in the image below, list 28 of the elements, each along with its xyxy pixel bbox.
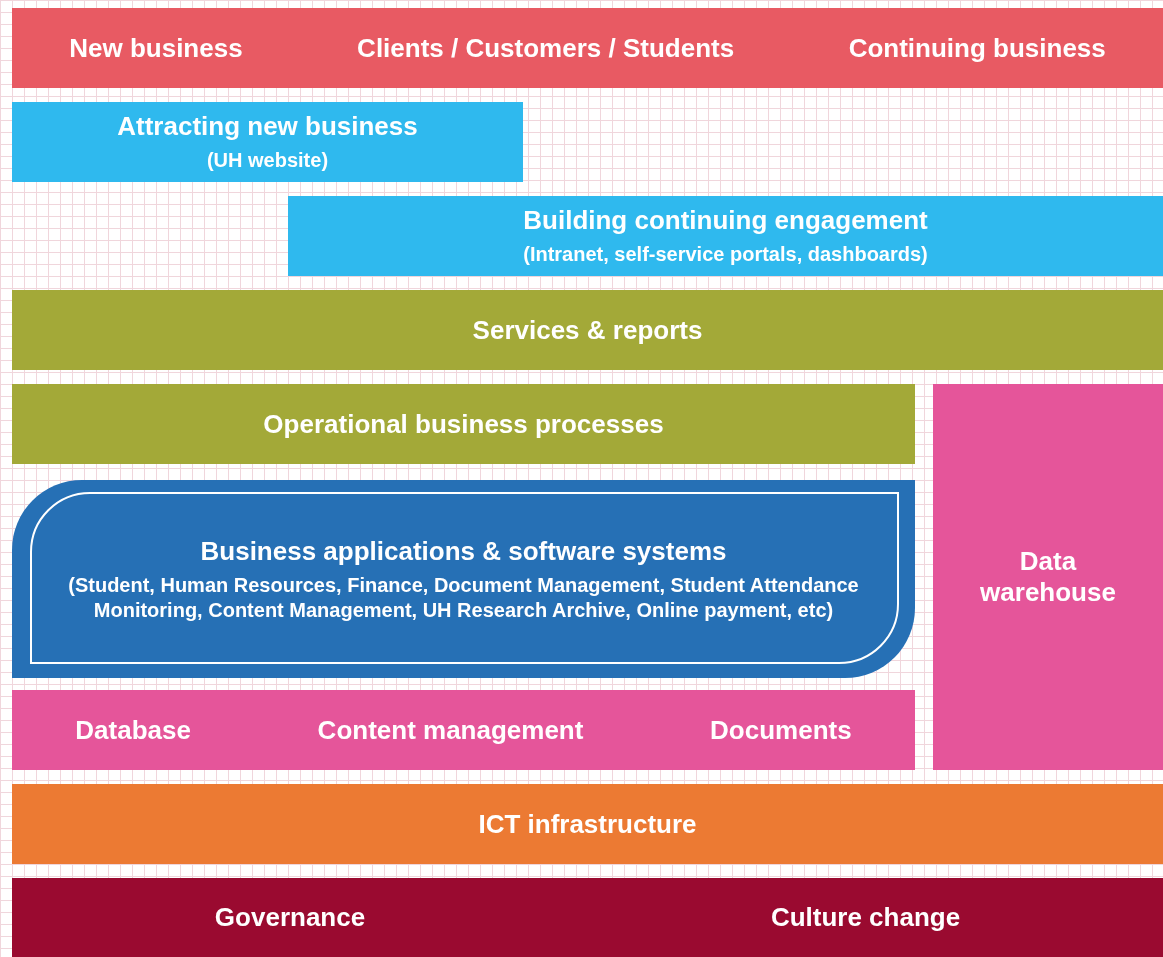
layer-band [12, 784, 1163, 864]
layer-band [12, 384, 915, 464]
layer-label: Operational business processes [263, 408, 664, 440]
layer-label: Continuing business [848, 32, 1106, 64]
layer-label: Business applications & software systems [200, 535, 727, 567]
layer-label: New business [69, 32, 243, 64]
layer-band [12, 690, 915, 770]
layer-band [933, 384, 1163, 770]
layer-band [12, 102, 523, 182]
layer-band [12, 878, 1163, 957]
layer-description: (Student, Human Resources, Finance, Document Management, Student Attendance Monitoring, Content Management, UH Research Archive, Online payment, etc) [67, 572, 860, 623]
layer-label: Documents [710, 714, 852, 746]
layer-label: Services & reports [472, 314, 703, 346]
layer-label: Content management [317, 714, 584, 746]
layer-label: Governance [214, 902, 366, 933]
layer-description: (UH website) [206, 148, 329, 173]
layer-band [12, 8, 1163, 88]
layer-band [12, 290, 1163, 370]
layer-label: Attracting new business [117, 111, 418, 142]
layer-band [12, 480, 915, 678]
layer-label: Data warehouse [979, 546, 1117, 608]
layer-label: ICT infrastructure [478, 808, 697, 840]
layer-label: Building continuing engagement [523, 205, 928, 236]
layer-label: Clients / Customers / Students [357, 32, 735, 64]
layer-label: Database [75, 714, 191, 746]
layer-label: Culture change [770, 902, 961, 933]
layer-description: (Intranet, self-service portals, dashboards) [523, 242, 928, 267]
layer-band [288, 196, 1163, 276]
